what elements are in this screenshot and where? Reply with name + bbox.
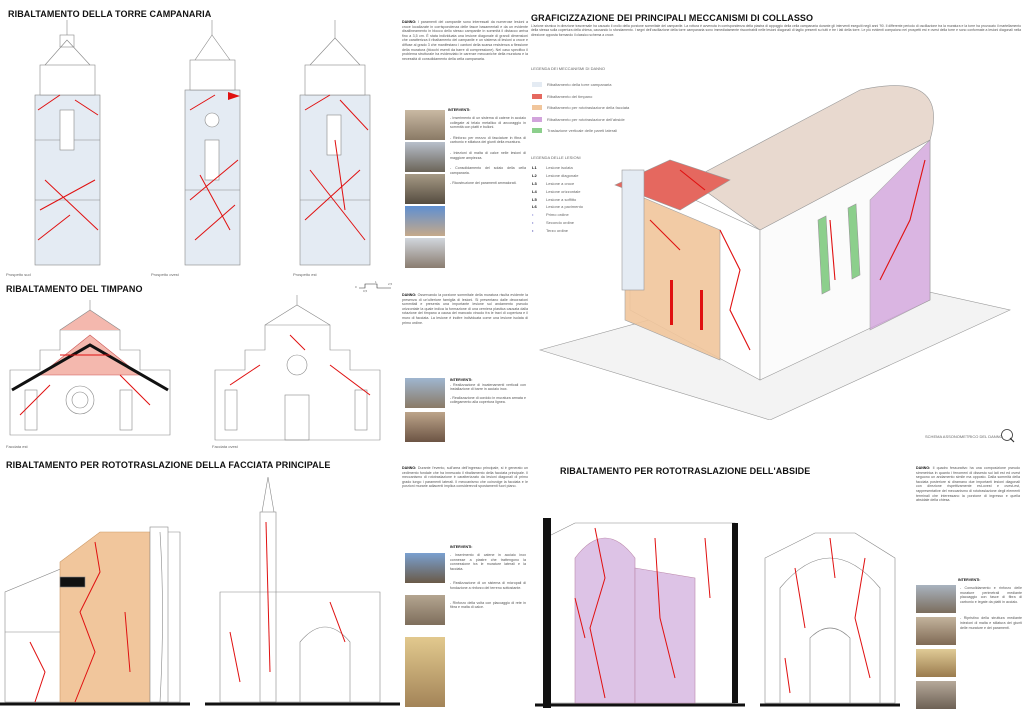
photo-intervento-facciata-2: [405, 595, 445, 625]
photo-intervento-4: [405, 206, 445, 236]
tower-elevations-drawing: [34, 20, 371, 266]
order-item: •Primo ordine: [532, 212, 569, 218]
section-title-timpano: RIBALTAMENTO DEL TIMPANO: [6, 284, 143, 294]
section-title-torre: RIBALTAMENTO DELLA TORRE CAMPANARIA: [8, 9, 212, 19]
caption-prospetto-est: Prospetto est: [293, 272, 317, 277]
legend-item: Ribaltamento per rototraslazione dell'ab…: [532, 114, 629, 126]
legend-item: Ribaltamento del timpano: [532, 91, 629, 103]
graficizzazione-paragraph: L'azione sismica in direzione trasversal…: [531, 24, 1021, 37]
abside-danno-text: DANNO: Il quadro fessurativo ha una comp…: [916, 466, 1020, 503]
photo-intervento-5: [405, 238, 445, 268]
legend-swatch: [532, 105, 542, 111]
photo-intervento-abside-2: [916, 617, 956, 645]
abside-interventi-list: - Consolidamento e rinforzo delle muratu…: [960, 586, 1022, 630]
photo-intervento-timpano-1: [405, 378, 445, 408]
photo-intervento-abside-4: [916, 681, 956, 709]
timpano-interventi-list: INTERVENTI:- Realizzazione di incatename…: [450, 378, 526, 405]
legend-swatch: [532, 82, 542, 88]
legend-item: Ribaltamento della torre campanaria: [532, 79, 629, 91]
order-item: •Secondo ordine: [532, 219, 575, 225]
section-title-facciata: RIBALTAMENTO PER ROTOTRASLAZIONE DELLA F…: [6, 460, 331, 470]
facciata-interventi-list: - Inserimento di catene in acciaio inox …: [450, 553, 526, 610]
legend-damage-title: LEGENDA DEI MECCANISMI DI DANNO: [531, 66, 606, 71]
photo-intervento-facciata-1: [405, 553, 445, 583]
photo-intervento-2: [405, 142, 445, 172]
caption-prospetto-ovest: Prospetto ovest: [151, 272, 179, 277]
legend-lesions-title: LEGENDA DELLE LESIONI: [531, 155, 581, 160]
caption-facciata-est: Facciata est: [6, 444, 28, 449]
caption-prospetto-sud: Prospetto sud: [6, 272, 31, 277]
photo-intervento-timpano-2: [405, 412, 445, 442]
abside-interventi-label: INTERVENTI:: [958, 578, 981, 582]
legend-damage: Ribaltamento della torre campanaria Riba…: [532, 79, 629, 137]
facciata-interventi-label: INTERVENTI:: [450, 545, 473, 549]
legend-item: Traslazione verticale delle pareti later…: [532, 125, 629, 137]
abside-sections-drawing: [535, 518, 900, 708]
legend-swatch: [532, 128, 542, 134]
section-title-abside: RIBALTAMENTO PER ROTOTRASLAZIONE DELL'AB…: [560, 466, 811, 476]
section-title-graficizzazione: GRAFICIZZAZIONE DEI PRINCIPALI MECCANISM…: [531, 13, 814, 23]
timpano-elevations-drawing: [9, 295, 381, 441]
axonometric-damage-drawing: [538, 85, 1011, 420]
caption-facciata-ovest: Facciata ovest: [212, 444, 238, 449]
torre-interventi-label: INTERVENTI:: [448, 108, 471, 112]
torre-interventi-list: - Inserimento di un sistema di catene in…: [450, 116, 526, 186]
legend-swatch: [532, 93, 542, 99]
legend-swatch: [532, 116, 542, 122]
facciata-sections-drawing: [0, 476, 400, 706]
scale-bar: 0 0,5 1 2,5: [355, 280, 393, 293]
photo-intervento-abside-3: [916, 649, 956, 677]
legend-item: Ribaltamento per rototraslazione della f…: [532, 102, 629, 114]
facciata-danno-text: DANNO: Durante l'evento, sull'area dell'…: [402, 466, 529, 489]
timpano-danno-text: DANNO: Osservando la porzione sommitale …: [402, 293, 529, 325]
photo-intervento-3: [405, 174, 445, 204]
north-arrow-icon: [1001, 429, 1015, 443]
order-item: •Terzo ordine: [532, 227, 569, 233]
torre-danno-text: DANNO: I paramenti del campanile sono in…: [402, 20, 528, 61]
photo-intervento-facciata-3: [405, 637, 445, 707]
photo-intervento-abside-1: [916, 585, 956, 613]
caption-axonometric: SCHEMA ASSONOMETRICO DEL DANNO: [925, 434, 1003, 439]
photo-intervento-1: [405, 110, 445, 140]
